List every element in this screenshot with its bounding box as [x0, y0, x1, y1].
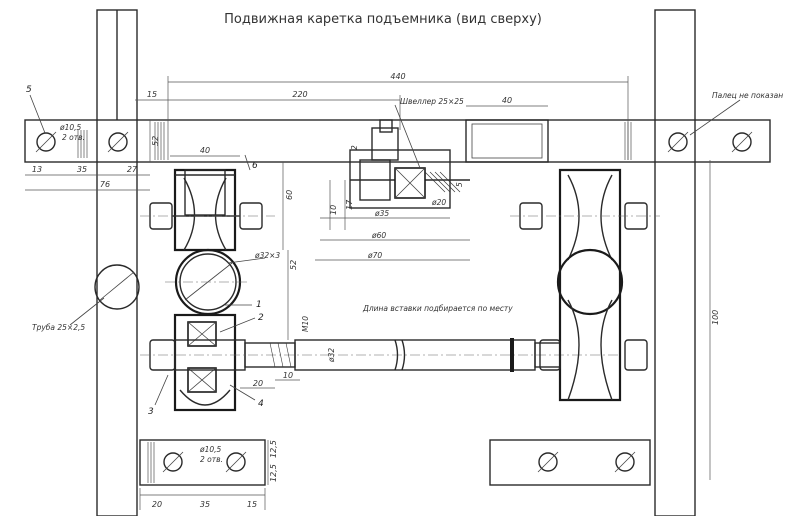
bottom-right-hole-1	[538, 452, 558, 472]
dim-76: 76	[100, 180, 110, 189]
dim-13: 13	[32, 165, 42, 174]
label-dlina: Длина вставки подбирается по месту	[362, 304, 513, 313]
label-d2: 2	[350, 145, 359, 150]
callout-2: 2	[258, 313, 264, 323]
tube-25x2-5	[94, 264, 140, 310]
bottom-plate	[139, 439, 651, 486]
pipe-section	[165, 248, 250, 316]
bottom-left-hole-2	[226, 452, 246, 472]
callout-4: 4	[258, 399, 264, 409]
bottom-right-hole-2	[615, 452, 635, 472]
label-hole-top: ø10,5	[59, 123, 82, 132]
lower-bearing-assembly	[149, 313, 237, 412]
dim-27: 27	[127, 165, 138, 174]
dim-20-axle: 20	[253, 379, 263, 388]
label-palec: Палец не показан	[712, 91, 783, 100]
hub-section	[349, 119, 470, 209]
dim-10: 10	[329, 205, 338, 215]
top-right-hole-1	[668, 132, 688, 152]
label-d60: ø60	[371, 231, 386, 240]
dim-15: 15	[147, 90, 157, 99]
dim-20-bottom: 20	[152, 500, 162, 509]
right-roller	[510, 168, 660, 402]
dim-35-top: 35	[77, 165, 87, 174]
dim-52-vertical: 52	[289, 260, 298, 270]
dim-17: 17	[345, 199, 354, 210]
label-d70: ø70	[367, 251, 382, 260]
label-hole-bot: ø10,5	[199, 445, 222, 454]
dim-220: 220	[292, 90, 307, 99]
label-m10: M10	[301, 316, 310, 332]
top-left-hole-1	[36, 132, 56, 152]
dim-40-channel: 40	[502, 96, 512, 105]
dim-12-5-a: 12,5	[269, 440, 278, 458]
channel-shvellor	[465, 119, 549, 163]
dim-52-plate: 52	[151, 136, 160, 146]
label-hole-top-count: 2 отв.	[62, 133, 85, 142]
top-right-hole-2	[732, 132, 752, 152]
label-d20: ø20	[431, 198, 446, 207]
label-hole-bot-count: 2 отв.	[200, 455, 223, 464]
label-pipe-dia: ø32×3	[254, 251, 280, 260]
right-vertical-post	[654, 9, 696, 516]
left-bolt-top	[140, 202, 275, 230]
callout-3: 3	[148, 407, 154, 417]
top-plate	[24, 119, 771, 163]
label-d35: ø35	[374, 209, 389, 218]
label-truba: Труба 25×2,5	[32, 323, 85, 332]
dimension-lines	[25, 76, 711, 510]
dim-35-bottom: 35	[200, 500, 210, 509]
callout-6: 6	[252, 161, 258, 171]
dim-10-axle: 10	[283, 371, 293, 380]
bottom-left-hole-1	[163, 452, 183, 472]
callout-1: 1	[256, 300, 262, 310]
dim-60-vertical: 60	[285, 190, 294, 200]
label-shvellor: Швеллер 25×25	[400, 97, 464, 106]
label-d32: ø32	[327, 348, 336, 363]
dim-100: 100	[711, 310, 720, 325]
top-left-hole-2	[108, 132, 128, 152]
left-roller	[173, 168, 237, 252]
dim-12-5-b: 12,5	[269, 464, 278, 482]
drawing-title: Подвижная каретка подъемника (вид сверху…	[224, 12, 542, 27]
label-d5: 5	[455, 182, 464, 187]
dim-40-roller: 40	[200, 146, 210, 155]
callout-5: 5	[26, 85, 32, 95]
dim-15-bottom: 15	[247, 500, 257, 509]
left-vertical-post	[96, 9, 138, 516]
dim-440: 440	[390, 72, 405, 81]
leader-lines	[29, 94, 741, 406]
